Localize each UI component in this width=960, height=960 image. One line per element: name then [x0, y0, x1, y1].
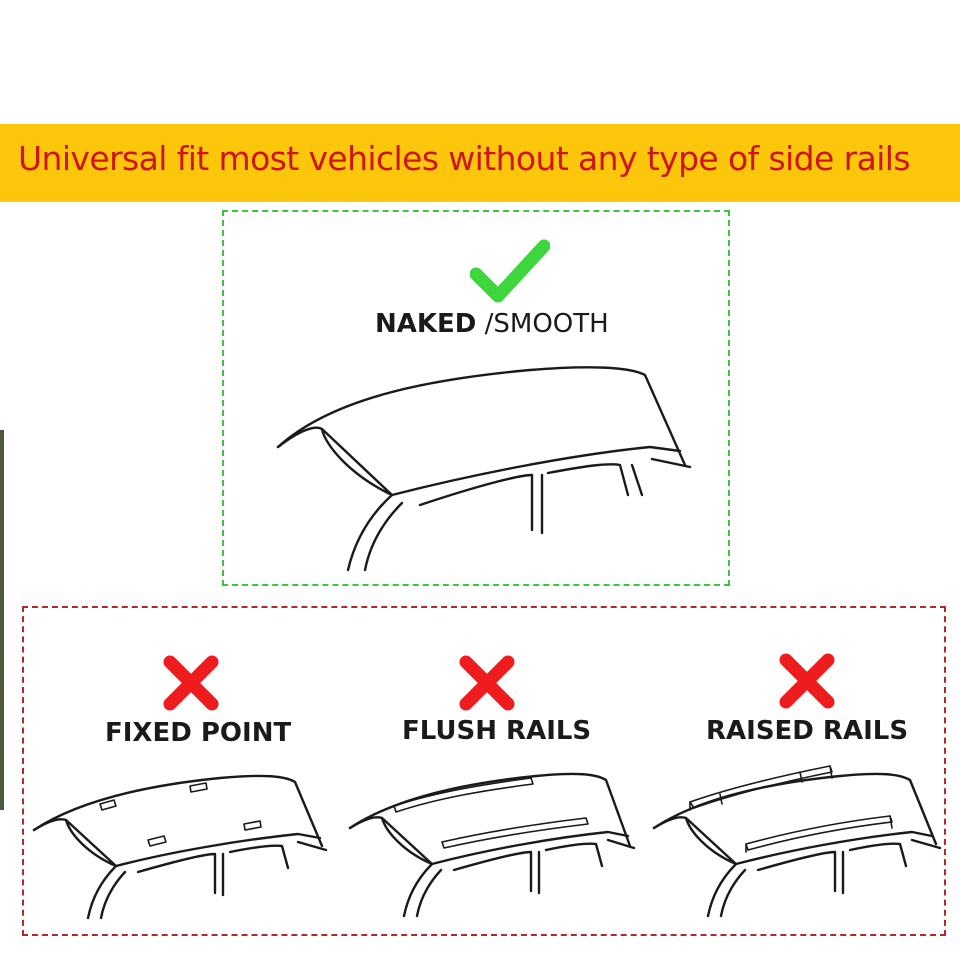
naked-label-bold: NAKED: [375, 309, 477, 339]
cross-icon: [459, 655, 515, 711]
fixed-point-label: FIXED POINT: [105, 718, 292, 748]
header-banner: [0, 124, 960, 202]
flush-rails-car-illustration: [348, 772, 636, 918]
cross-icon: [163, 655, 219, 711]
fixed-point-car-illustration: [32, 774, 328, 920]
incompatible-panel: [22, 606, 946, 936]
naked-smooth-label: NAKED /SMOOTH: [375, 309, 609, 339]
flush-rails-label: FLUSH RAILS: [402, 716, 592, 746]
raised-rails-label: RAISED RAILS: [706, 716, 909, 746]
left-edge-strip: [0, 430, 4, 810]
banner-text: Universal fit most vehicles without any …: [18, 139, 911, 178]
cross-icon: [779, 653, 835, 709]
naked-label-rest: /SMOOTH: [476, 309, 609, 339]
checkmark-icon: [470, 239, 550, 303]
raised-rails-car-illustration: [652, 765, 942, 918]
naked-roof-car-illustration: [276, 366, 692, 572]
compatible-panel: [222, 210, 730, 586]
